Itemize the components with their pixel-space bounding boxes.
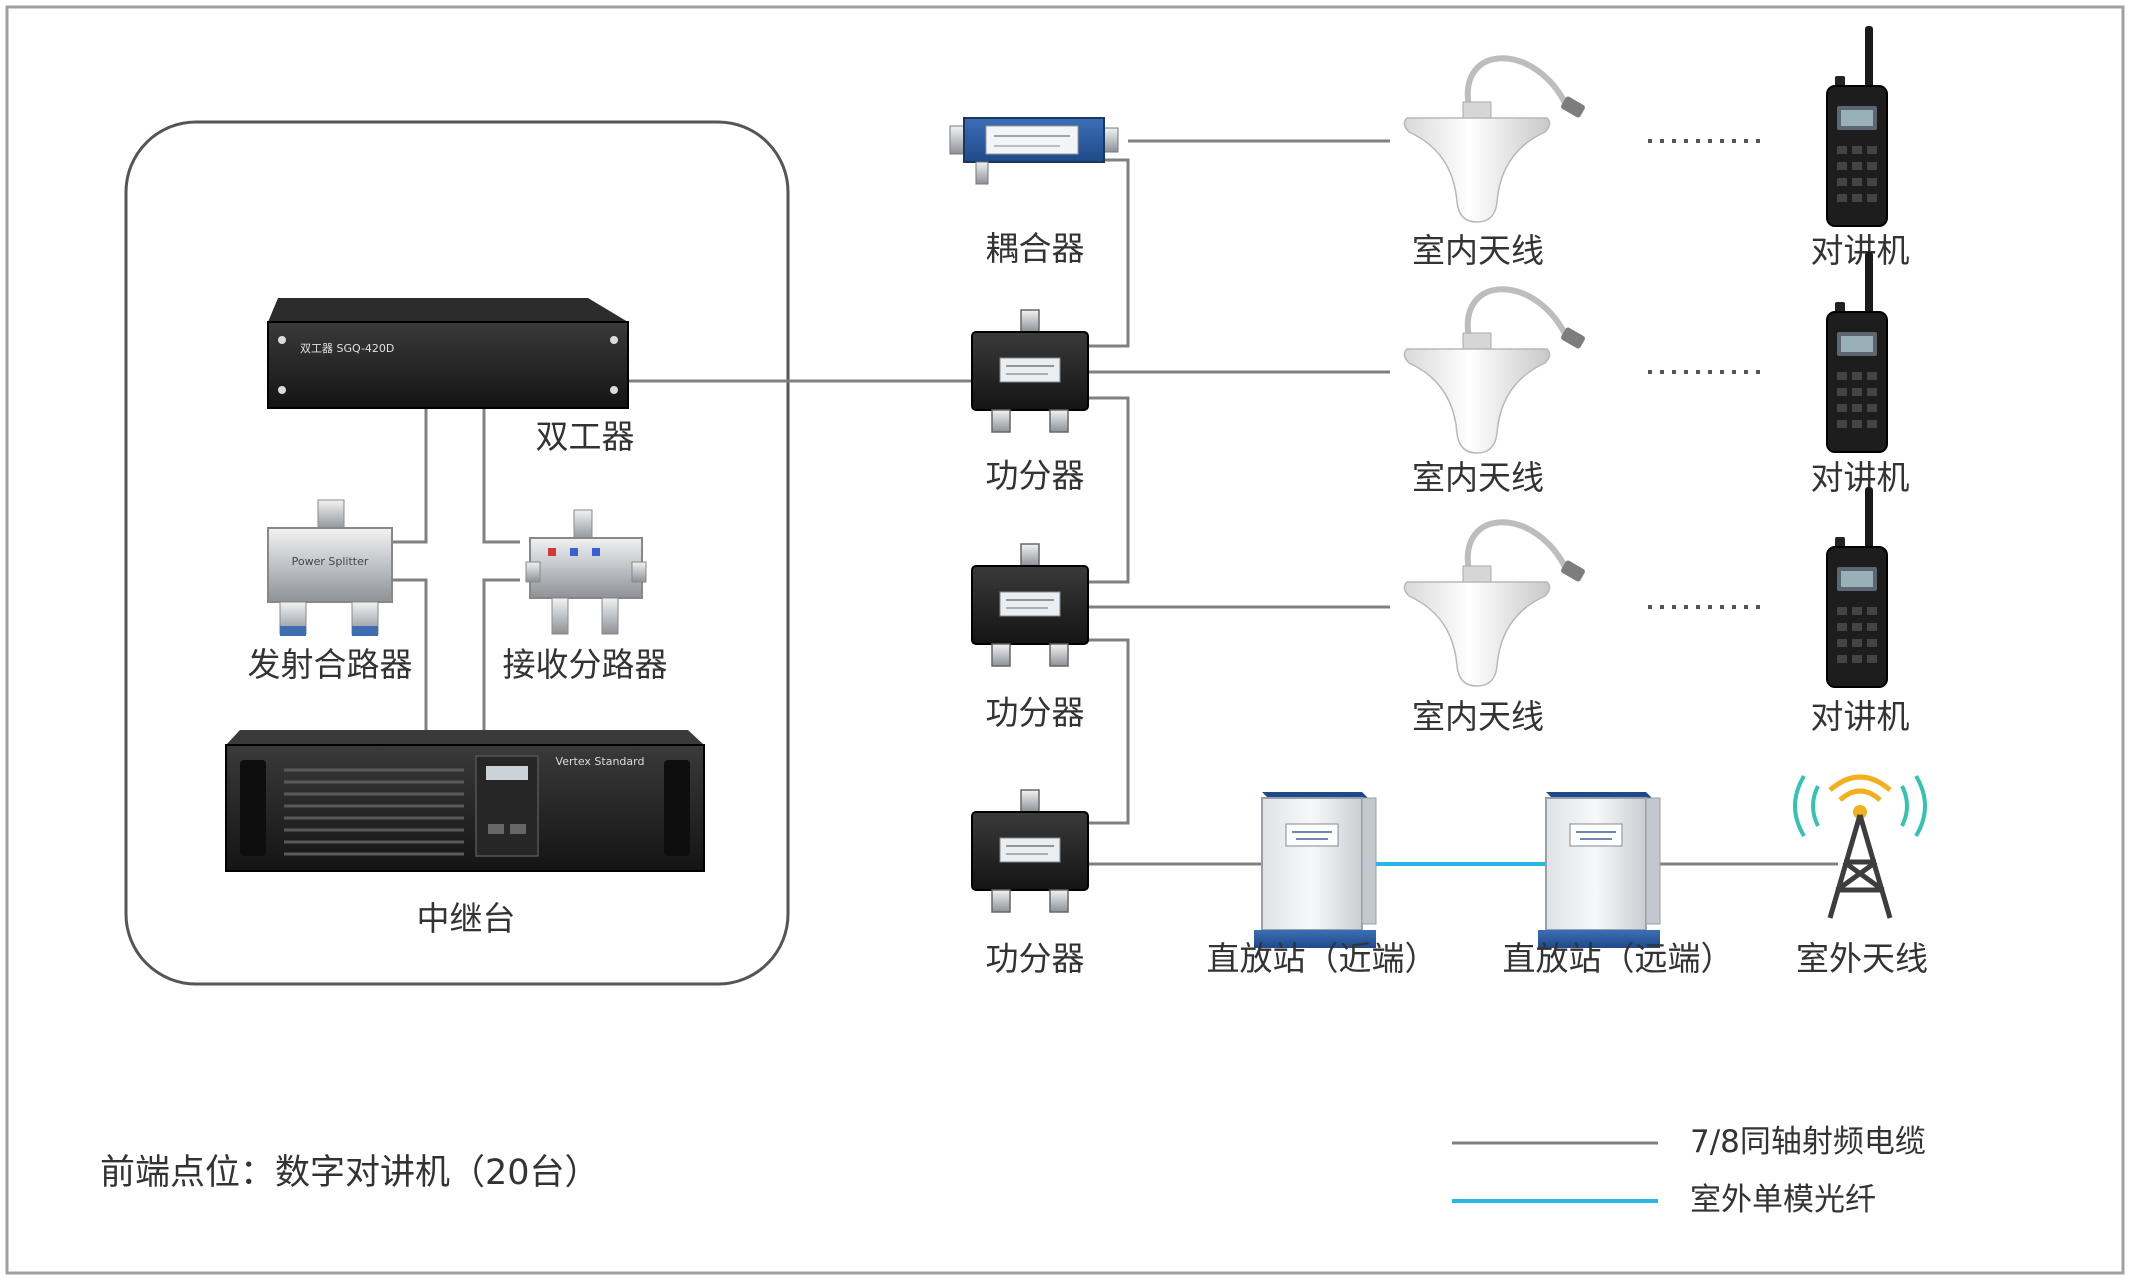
tx-combiner: Power Splitter: [267, 499, 393, 636]
outdoor-antenna-label: 室外天线: [1796, 939, 1928, 978]
tx-combiner-panel-text: Power Splitter: [292, 555, 369, 568]
splitter-3-label: 功分器: [986, 939, 1085, 978]
duplexer: 双工器 SGQ-420D: [267, 298, 629, 409]
coupler: [949, 117, 1119, 185]
radio-1-label: 对讲机: [1811, 231, 1910, 270]
outdoor-antenna-tower: [1793, 774, 1927, 919]
legend: 7/8同轴射频电缆 室外单模光纤: [1452, 1124, 1926, 1218]
radio-2-label: 对讲机: [1811, 458, 1910, 497]
legend-coax-label: 7/8同轴射频电缆: [1690, 1124, 1926, 1160]
duplexer-label: 双工器: [536, 417, 635, 456]
repeater-station: Vertex Standard: [225, 730, 705, 872]
tx-combiner-label: 发射合路器: [248, 645, 413, 684]
repeater-near-label: 直放站（近端）: [1207, 939, 1438, 978]
coupler-label: 耦合器: [986, 229, 1085, 268]
indoor-antenna-2-label: 室内天线: [1412, 458, 1544, 497]
equipment-room-box: [124, 120, 790, 986]
duplexer-panel-text: 双工器 SGQ-420D: [300, 342, 394, 355]
splitter-2-label: 功分器: [986, 693, 1085, 732]
legend-fiber-label: 室外单模光纤: [1690, 1182, 1876, 1218]
rx-splitter-label: 接收分路器: [503, 645, 668, 684]
radio-3-label: 对讲机: [1811, 697, 1910, 736]
rx-splitter: [525, 509, 647, 635]
front-end-points-note: 前端点位：数字对讲机（20台）: [100, 1153, 600, 1193]
indoor-antenna-1-label: 室内天线: [1412, 231, 1544, 270]
coax-cables: [392, 139, 1838, 866]
repeater-far-label: 直放站（远端）: [1503, 939, 1734, 978]
fiber-repeater-far: [1537, 791, 1661, 949]
indoor-antenna-3-label: 室内天线: [1412, 697, 1544, 736]
fiber-repeater-near: [1253, 791, 1377, 949]
splitter-1-label: 功分器: [986, 456, 1085, 495]
repeater-panel-text: Vertex Standard: [556, 755, 645, 768]
repeater-label: 中继台: [417, 899, 516, 938]
